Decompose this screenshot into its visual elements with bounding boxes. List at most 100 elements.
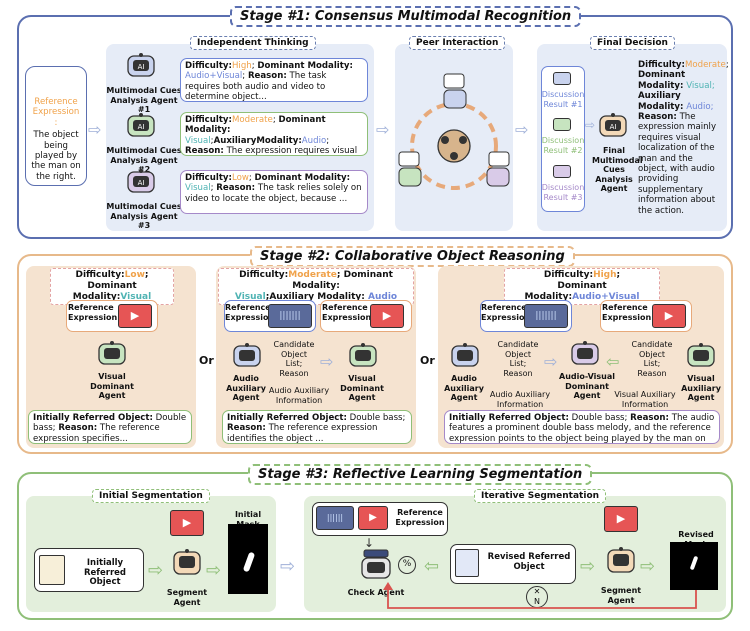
initial-segmentation-title: Initial Segmentation xyxy=(92,489,210,503)
robot-icon: AI xyxy=(124,52,158,86)
or-label: Or xyxy=(420,354,435,367)
arrow-left-icon: ⇦ xyxy=(424,556,440,577)
revised-referred-box: Revised Referred Object xyxy=(450,544,576,584)
robot-icon xyxy=(568,340,602,374)
robot-icon xyxy=(170,548,204,586)
col3-aux-info-right: Visual Auxiliary Information xyxy=(614,390,676,409)
agent-1-opinion: Difficulty:High; Dominant Modality: Audi… xyxy=(180,58,368,102)
col3-result: Initially Referred Object: Double bass; … xyxy=(444,410,720,444)
robot-icon xyxy=(230,342,264,376)
arrow-right-icon: ⇨ xyxy=(580,556,596,577)
initially-referred-label: Initially Referred Object xyxy=(83,558,126,587)
independent-thinking-title: Independent Thinking xyxy=(190,36,316,50)
video-play-icon: ▶ xyxy=(604,506,638,532)
peer-interaction-title: Peer Interaction xyxy=(409,36,506,50)
final-agent-name: Final Multimodal Cues Analysis Agent xyxy=(592,146,643,193)
agent-3-opinion: Difficulty:Low; Dominant Modality: Visua… xyxy=(180,170,368,214)
discussion-results xyxy=(541,66,585,212)
police-robot-icon xyxy=(358,548,394,586)
col3-audio-reference-label: Reference Expression xyxy=(481,303,531,322)
reference-text: The object being played by the man on th… xyxy=(31,130,81,182)
col3-candidate-right: Candidate Object List; Reason xyxy=(631,340,673,378)
reference-label: Reference Expression : xyxy=(32,97,80,128)
video-play-icon: ▶ xyxy=(652,304,686,328)
col2-audio-agent: Audio Auxiliary Agent xyxy=(226,374,266,402)
arrow-down-icon: ↓ xyxy=(364,536,375,550)
col3-candidate-left: Candidate Object List; Reason xyxy=(497,340,539,378)
agent-3-name: Multimodal Cues Analysis Agent #3 xyxy=(106,202,182,230)
stage-3-title: Stage #3: Reflective Learning Segmentati… xyxy=(248,464,593,485)
chat-icon xyxy=(553,72,571,85)
col2-agent-name: Visual Dominant Agent xyxy=(340,374,384,402)
arrow-left-icon: ⇦ xyxy=(606,352,620,371)
col2-header: Difficulty:Moderate; Dominant Modality: … xyxy=(218,268,414,305)
arrow-right-icon: ⇨ xyxy=(280,556,296,577)
col3-visual-agent: Visual Auxiliary Agent xyxy=(681,374,721,402)
chat-icon xyxy=(553,165,571,178)
final-decision-title: Final Decision xyxy=(590,36,675,50)
stage-2-title: Stage #2: Collaborative Object Reasoning xyxy=(250,246,575,267)
feedback-loop-arrow xyxy=(383,582,697,609)
arrow-right-icon: ⇨ xyxy=(515,120,529,139)
arrow-right-icon: ⇨ xyxy=(544,352,558,371)
arrow-right-icon: ⇨ xyxy=(148,560,164,581)
svg-text:AI: AI xyxy=(138,179,145,187)
arrow-right-icon: ⇨ xyxy=(206,560,222,581)
agent-2-name: Multimodal Cues Analysis Agent #2 xyxy=(106,146,182,174)
or-label: Or xyxy=(199,354,214,367)
video-play-icon: ▶ xyxy=(370,304,404,328)
robot-icon: AI xyxy=(124,112,158,146)
svg-text:AI: AI xyxy=(138,123,145,131)
col2-audio-reference-label: Reference Expression xyxy=(225,303,275,322)
video-play-icon: ▶ xyxy=(358,506,388,530)
arrow-right-icon: ⇨ xyxy=(88,120,102,139)
magnifier-icon: % xyxy=(398,556,416,574)
svg-text:AI: AI xyxy=(138,63,145,71)
robot-icon xyxy=(684,342,718,376)
robot-icon xyxy=(346,342,380,376)
reference-expression-box: Reference Expression : The object being … xyxy=(25,66,87,186)
peer-interaction-graphic xyxy=(398,73,510,190)
loop-symbol: ✕ xyxy=(533,587,541,596)
col1-reference-label: Reference Expression xyxy=(68,303,118,322)
segment-agent-label: Segment Agent xyxy=(166,588,208,607)
agent-1-name: Multimodal Cues Analysis Agent #1 xyxy=(106,86,182,114)
discussion-result-2: Discussion Result #2 xyxy=(541,136,585,155)
col1-result: Initially Referred Object: Double bass; … xyxy=(28,410,192,444)
robot-icon: AI xyxy=(596,112,630,146)
arrow-right-icon: ⇨ xyxy=(376,120,390,139)
segment-agent-2-label: Segment Agent xyxy=(600,586,642,605)
document-icon xyxy=(455,549,479,577)
revised-referred-label: Revised Referred Object xyxy=(487,552,571,572)
robot-icon: AI xyxy=(124,168,158,202)
arrow-right-icon: ⇨ xyxy=(585,118,596,132)
col3-header: Difficulty:High; Dominant Modality:Audio… xyxy=(504,268,660,305)
agent-2-opinion: Difficulty:Moderate; Dominant Modality: … xyxy=(180,112,368,156)
video-play-icon: ▶ xyxy=(118,304,152,328)
audio-wave-icon: ||||||| xyxy=(268,304,312,328)
final-decision-text: Difficulty:Moderate; Dominant Modality: … xyxy=(638,60,729,216)
discussion-result-1: Discussion Result #1 xyxy=(541,90,585,109)
col3-visual-reference-label: Reference Expression xyxy=(602,303,652,322)
arrow-right-icon: ⇨ xyxy=(320,352,334,371)
stage-1-title: Stage #1: Consensus Multimodal Recogniti… xyxy=(230,6,582,27)
col2-candidate: Candidate Object List; Reason xyxy=(273,340,315,378)
col1-agent-name: Visual Dominant Agent xyxy=(90,372,134,400)
col2-result: Initially Referred Object: Double bass; … xyxy=(222,410,412,444)
document-icon xyxy=(39,555,65,585)
audio-wave-icon: ||||||| xyxy=(524,304,568,328)
robot-icon xyxy=(448,342,482,376)
robot-icon xyxy=(604,546,638,584)
chat-icon xyxy=(553,118,571,131)
col1-header: Difficulty:Low; Dominant Modality:Visual xyxy=(50,268,174,305)
check-agent-label: Check Agent xyxy=(347,588,405,597)
arrow-right-icon: ⇨ xyxy=(640,556,656,577)
robot-icon xyxy=(95,340,129,374)
col2-visual-reference-label: Reference Expression xyxy=(322,303,372,322)
col3-aux-info-left: Audio Auxiliary Information xyxy=(489,390,551,409)
stage3-reference-label: Reference Expression xyxy=(395,508,445,527)
initially-referred-box: Initially Referred Object xyxy=(34,548,144,592)
audio-wave-icon: |||||| xyxy=(316,506,354,530)
video-play-icon: ▶ xyxy=(170,510,204,536)
col3-audio-agent: Audio Auxiliary Agent xyxy=(444,374,484,402)
